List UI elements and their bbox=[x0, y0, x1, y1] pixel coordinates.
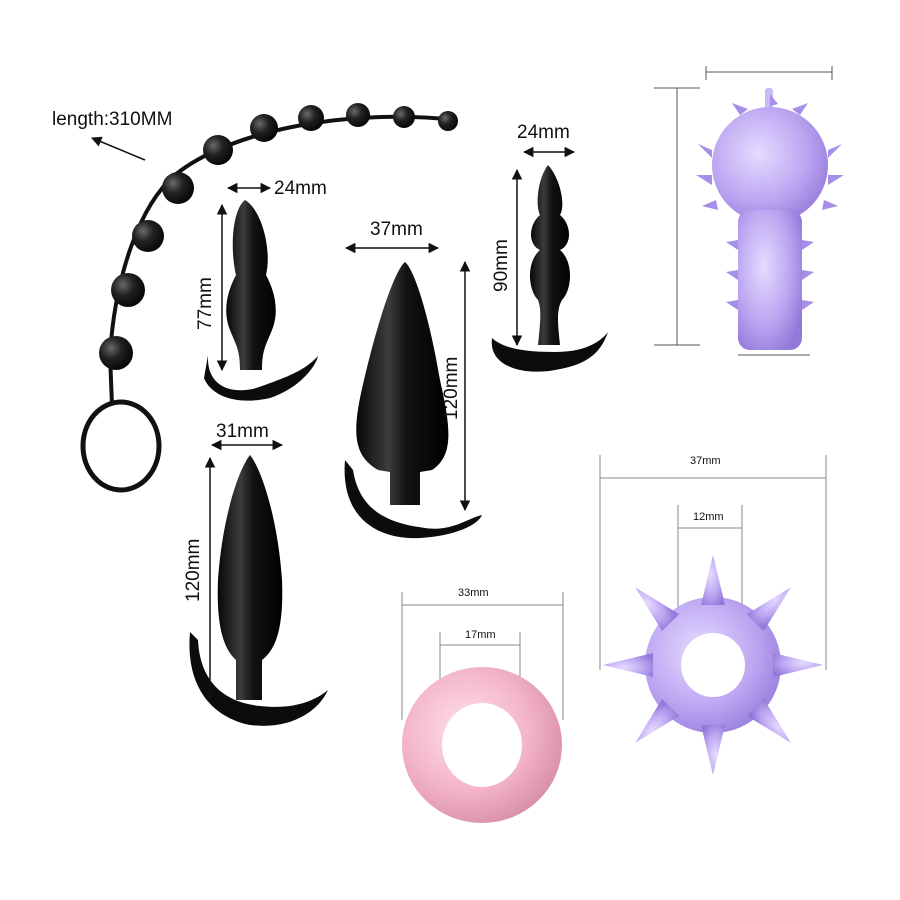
bead bbox=[250, 114, 278, 142]
bead bbox=[203, 135, 233, 165]
ring-purple-outer-label: 37mm bbox=[690, 455, 721, 467]
plug-tall-height-label: 120mm bbox=[183, 538, 204, 602]
bead bbox=[298, 105, 324, 131]
ring-pink-outer-label: 33mm bbox=[458, 587, 489, 599]
plug-mid-height-label: 120mm bbox=[441, 356, 462, 420]
bead bbox=[99, 336, 133, 370]
anal-beads bbox=[80, 103, 458, 493]
plug-beaded-width-label: 24mm bbox=[517, 122, 570, 143]
purple-star-ring bbox=[599, 455, 827, 775]
plug-mid-width-label: 37mm bbox=[370, 219, 423, 240]
bead bbox=[393, 106, 415, 128]
pull-ring bbox=[80, 399, 162, 493]
bead bbox=[438, 111, 458, 131]
plug-beaded-height-label: 90mm bbox=[491, 239, 512, 292]
bead bbox=[132, 220, 164, 252]
beads-length-label: length:310MM bbox=[52, 109, 173, 130]
plug-tall bbox=[189, 455, 328, 726]
plug-beaded bbox=[491, 165, 608, 372]
ring-purple-inner-label: 12mm bbox=[693, 511, 724, 523]
length-arrow bbox=[91, 136, 146, 161]
bead bbox=[111, 273, 145, 307]
bead bbox=[346, 103, 370, 127]
bead bbox=[162, 172, 194, 204]
spiked-sleeve bbox=[654, 66, 844, 356]
plug-tall-width-label: 31mm bbox=[216, 421, 269, 442]
ring-pink-inner-label: 17mm bbox=[465, 629, 496, 641]
pink-ring bbox=[401, 592, 564, 823]
plug-small-width-label: 24mm bbox=[274, 178, 327, 199]
plug-small-height-label: 77mm bbox=[195, 277, 216, 330]
plug-small bbox=[204, 200, 318, 401]
plug-mid bbox=[344, 262, 482, 539]
